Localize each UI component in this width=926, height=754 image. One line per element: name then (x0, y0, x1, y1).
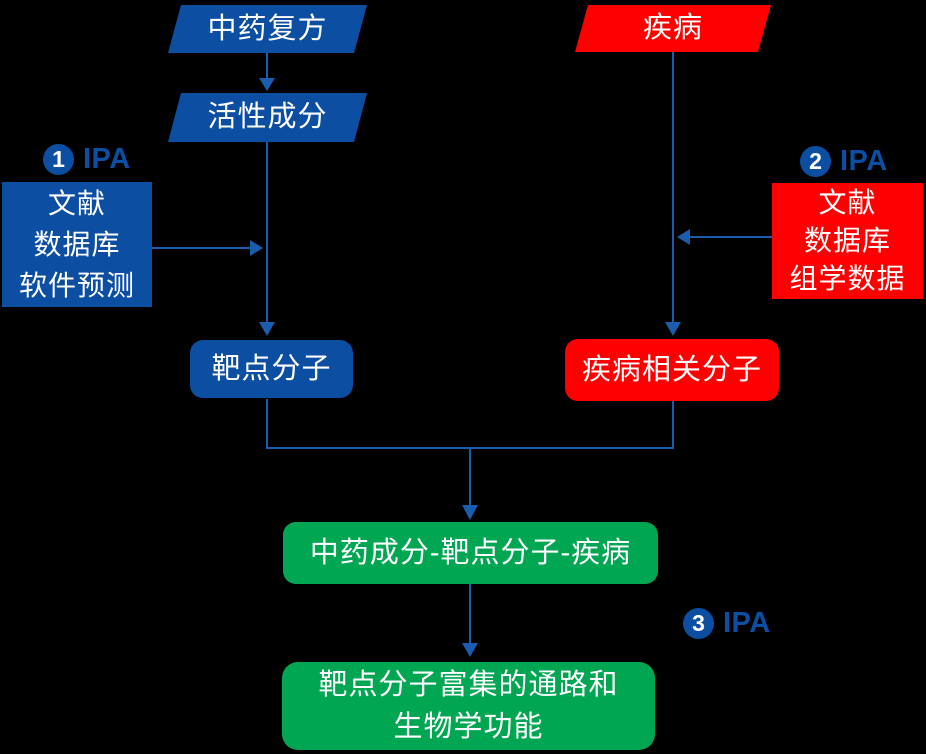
right-sources-line-1: 文献 (818, 187, 877, 218)
arrow-tcm-to-ingredients-head (259, 78, 275, 91)
ipa-1-label: IPA (83, 143, 131, 175)
ipa-annotation-3: 3 IPA (683, 607, 771, 640)
node-tcm-formula-label: 中药复方 (207, 12, 328, 45)
node-disease-label: 疾病 (642, 12, 703, 45)
pathways-line-1: 靶点分子富集的通路和 (318, 669, 619, 701)
node-right-sources: 文献 数据库 组学数据 (772, 183, 923, 299)
connector-merge-elbow (266, 399, 674, 449)
arrow-disease-to-molecules-head (665, 322, 681, 336)
left-sources-line-1: 文献 (47, 188, 106, 219)
step-2-circle-icon: 2 (800, 146, 831, 177)
node-tcm-formula: 中药复方 (168, 5, 367, 53)
node-network: 中药成分-靶点分子-疾病 (283, 522, 658, 584)
step-2-number: 2 (809, 148, 822, 174)
arrow-ingredients-to-target-head (259, 322, 275, 336)
node-network-label: 中药成分-靶点分子-疾病 (309, 536, 632, 569)
step-1-circle-icon: 1 (43, 144, 74, 175)
node-disease: 疾病 (575, 5, 771, 52)
arrow-merge-to-network-head (462, 505, 478, 520)
node-left-sources: 文献 数据库 软件预测 (2, 182, 152, 307)
node-disease-molecules-label: 疾病相关分子 (581, 353, 762, 386)
node-disease-molecules: 疾病相关分子 (565, 339, 779, 401)
ipa-2-label: IPA (840, 145, 888, 177)
left-sources-line-3: 软件预测 (18, 270, 135, 301)
ipa-annotation-2: 2 IPA (800, 145, 888, 178)
arrow-right-sources-head (677, 229, 690, 245)
node-target-molecules: 靶点分子 (190, 340, 353, 398)
left-sources-line-2: 数据库 (33, 229, 121, 260)
pathways-line-2: 生物学功能 (393, 711, 544, 743)
ipa-annotation-1: 1 IPA (43, 143, 131, 176)
step-3-number: 3 (692, 610, 705, 636)
node-active-ingredients: 活性成分 (168, 93, 367, 142)
right-sources-line-2: 数据库 (803, 225, 891, 256)
arrow-network-to-pathways-head (462, 643, 478, 657)
step-1-number: 1 (52, 146, 65, 172)
node-pathways: 靶点分子富集的通路和 生物学功能 (282, 662, 655, 750)
node-target-molecules-label: 靶点分子 (211, 352, 332, 385)
right-sources-line-3: 组学数据 (789, 263, 906, 294)
ipa-3-label: IPA (723, 607, 771, 639)
step-3-circle-icon: 3 (683, 608, 714, 639)
arrow-left-sources-head (250, 240, 263, 256)
node-active-ingredients-label: 活性成分 (207, 101, 328, 134)
